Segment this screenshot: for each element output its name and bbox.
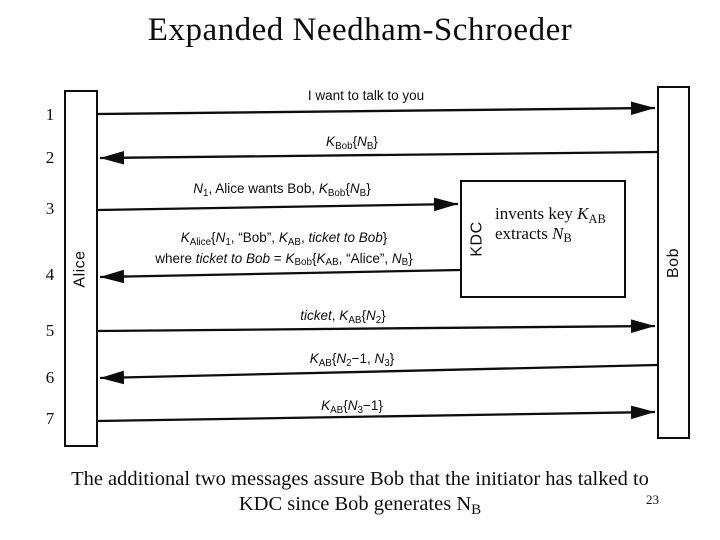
message-6-line xyxy=(99,363,658,385)
step-number-5: 5 xyxy=(45,321,55,340)
step-number-1: 1 xyxy=(45,105,55,124)
kdc-notes: invents key KAB extracts NB xyxy=(495,204,606,246)
page-number: 23 xyxy=(646,492,659,507)
actor-kdc-box: KDC invents key KAB extracts NB xyxy=(460,180,626,298)
actor-bob-label: Bob xyxy=(664,247,682,278)
caption-line1: The additional two messages assure Bob t… xyxy=(71,468,649,490)
message-4-line xyxy=(99,268,461,284)
message-6-label: KAB{N2−1, N3} xyxy=(309,351,395,369)
slide-title: Expanded Needham-Schroeder xyxy=(147,12,573,48)
step-number-4: 4 xyxy=(45,265,55,284)
actor-bob-bar: Bob xyxy=(657,86,690,439)
message-7-label: KAB{N3−1} xyxy=(321,398,383,416)
message-3-label: N1, Alice wants Bob, KBob{NB} xyxy=(193,181,371,199)
message-3-line xyxy=(97,197,459,212)
step-number-7: 7 xyxy=(45,409,55,428)
message-1-line xyxy=(97,101,656,116)
actor-alice-label: Alice xyxy=(72,249,89,288)
step-number-3: 3 xyxy=(45,199,55,218)
step-number-6: 6 xyxy=(45,368,55,387)
message-4-label-line2: where ticket to Bob = KBob{KAB, “Alice”,… xyxy=(155,250,413,269)
kdc-note-invents-key: invents key KAB xyxy=(495,204,606,226)
message-2-label: KBob{NB} xyxy=(326,134,378,152)
actor-alice-bar: Alice xyxy=(64,90,98,447)
kdc-note-extracts-nonce: extracts NB xyxy=(495,223,572,246)
caption: The additional two messages assure Bob t… xyxy=(0,467,720,518)
message-5-line xyxy=(97,319,656,334)
message-5-label: ticket, KAB{N2} xyxy=(300,308,386,326)
message-4-label-line1: KAlice{N1, “Bob”, KAB, ticket to Bob} xyxy=(180,230,388,248)
message-1-label: I want to talk to you xyxy=(307,88,425,103)
message-2-line xyxy=(99,150,658,165)
message-4-label: KAlice{N1, “Bob”, KAB, ticket to Bob} wh… xyxy=(155,228,413,269)
step-number-2: 2 xyxy=(45,148,55,167)
message-7-line xyxy=(97,405,656,423)
actor-kdc-label-holder: KDC xyxy=(462,182,494,296)
actor-kdc-label: KDC xyxy=(469,221,486,257)
caption-line2: KDC since Bob generates NB xyxy=(238,492,482,518)
